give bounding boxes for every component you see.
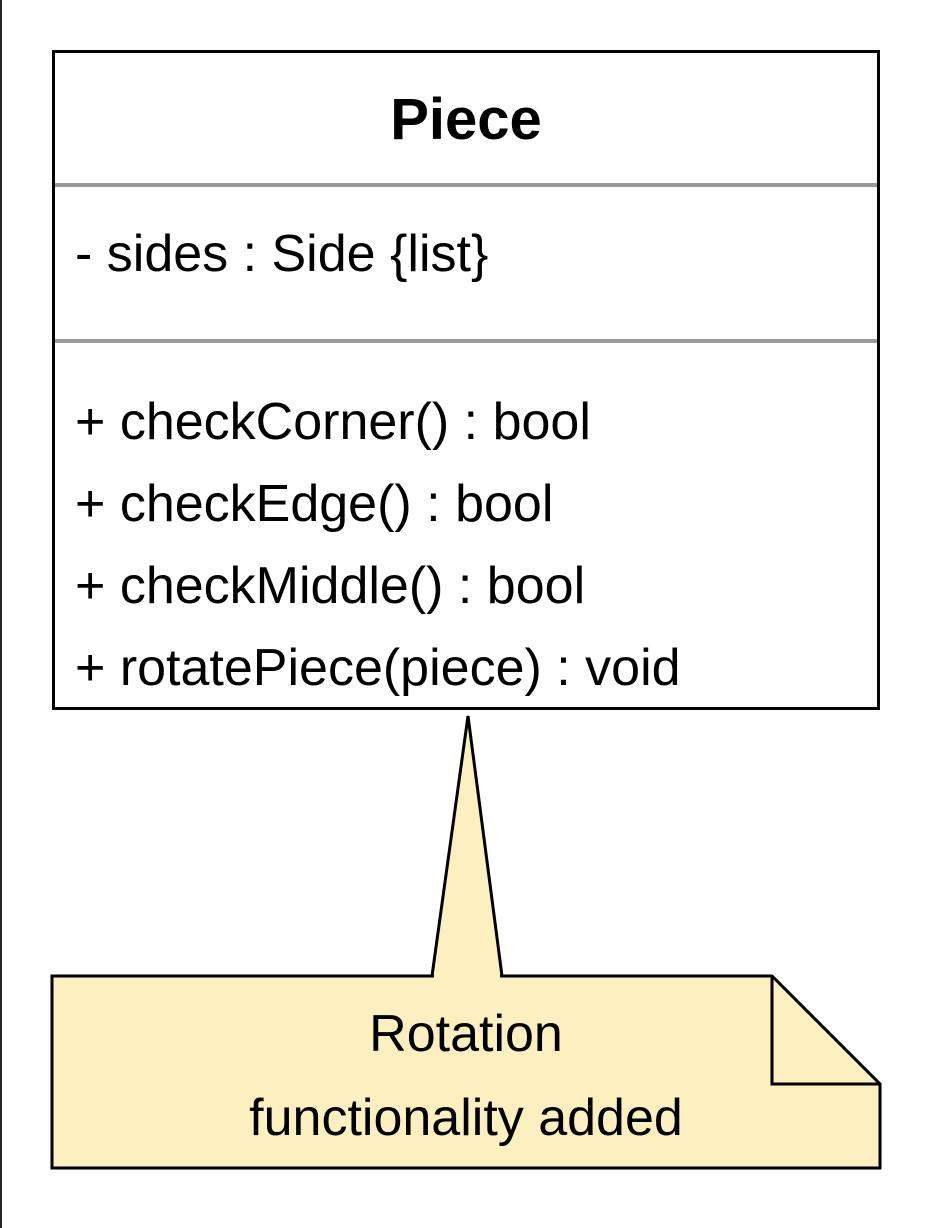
operation-line: + checkEdge() : bool <box>75 475 554 533</box>
note-body <box>50 974 882 1170</box>
uml-class-box[interactable]: Piece - sides : Side {list} + checkCorne… <box>52 50 880 710</box>
attribute-line: - sides : Side {list} <box>75 225 489 283</box>
operations-compartment: + checkCorner() : bool + checkEdge() : b… <box>75 381 681 709</box>
note-fold <box>770 976 880 1086</box>
class-divider <box>55 339 877 343</box>
canvas-edge <box>0 0 2 1228</box>
operation-line: + checkMiddle() : bool <box>75 557 586 615</box>
class-name: Piece <box>390 86 542 152</box>
class-divider <box>55 183 877 187</box>
operation-line: + rotatePiece(piece) : void <box>75 639 681 697</box>
note-line: functionality added <box>249 1089 683 1147</box>
note-line: Rotation <box>369 1005 563 1063</box>
note-connector <box>430 715 504 978</box>
operation-line: + checkCorner() : bool <box>75 393 591 451</box>
attributes-compartment: - sides : Side {list} <box>75 223 488 285</box>
note-text: Rotation functionality added <box>52 978 880 1160</box>
